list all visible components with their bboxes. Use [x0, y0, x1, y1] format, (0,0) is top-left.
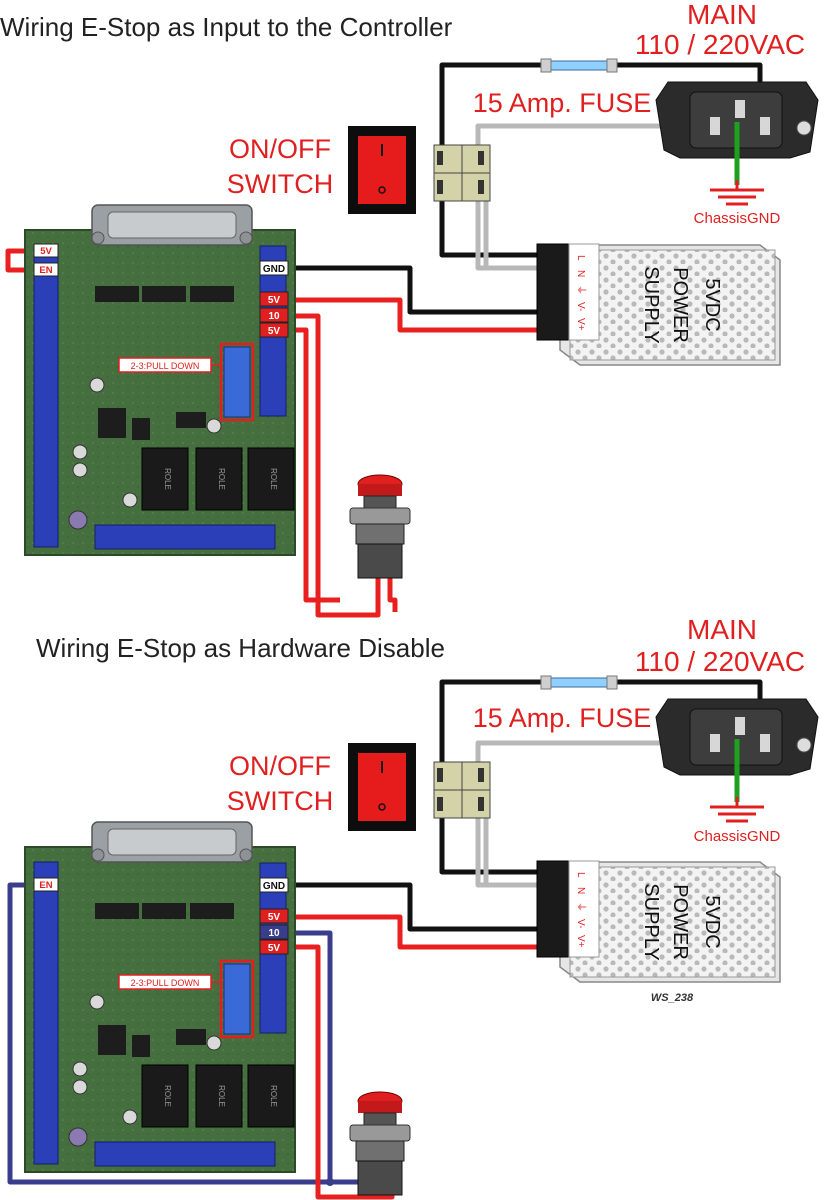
psu-terminal-vplus: V+: [575, 935, 586, 948]
psu-label-line1: 5VDC: [701, 895, 723, 948]
pulldown-label: 2-3:PULL DOWN: [131, 978, 200, 988]
pulldown-label: 2-3:PULL DOWN: [131, 361, 200, 371]
relay-label-1: ROLE: [163, 1085, 172, 1107]
board-label-5v-a: 5V: [268, 912, 281, 923]
psu-terminal-ground: ⏚: [575, 285, 587, 295]
jumper-highlight: [219, 342, 255, 422]
jumper-highlight: [219, 959, 255, 1039]
top-section: 2-3:PULL DOWN 5V EN GND 5V 10 5V ROLE RO…: [0, 0, 818, 618]
psu-label-line2: POWER: [669, 884, 691, 960]
watermark-label: WS_238: [651, 992, 694, 1004]
top-chassis-gnd-label: ChassisGND: [694, 210, 781, 227]
board-label-en: EN: [39, 265, 52, 276]
top-title: Wiring E-Stop as Input to the Controller: [0, 12, 453, 42]
board-label-5v-b: 5V: [268, 943, 281, 954]
psu-terminal-vplus: V+: [575, 318, 586, 331]
psu-label-line1: 5VDC: [701, 278, 723, 331]
board-label-5v-left: 5V: [40, 246, 52, 257]
board-label-5v-b: 5V: [268, 326, 281, 337]
psu-label-line3: SUPPLY: [640, 883, 662, 960]
top-voltage-label: 110 / 220VAC: [635, 29, 805, 60]
top-switch-label-2: SWITCH: [227, 169, 333, 199]
board-label-gnd: GND: [263, 881, 285, 892]
relay-label-3: ROLE: [269, 1085, 278, 1107]
relay-label-1: ROLE: [163, 468, 172, 490]
psu-terminal-vminus: V-: [575, 302, 586, 311]
psu-terminal-n: N: [575, 270, 586, 277]
board-label-10: 10: [268, 311, 280, 322]
psu-terminal-ground: ⏚: [575, 902, 587, 912]
top-fuse-label: 15 Amp. FUSE: [473, 88, 652, 118]
board-label-10: 10: [268, 928, 280, 939]
top-main-label: MAIN: [687, 0, 757, 30]
bottom-fuse-label: 15 Amp. FUSE: [473, 703, 652, 733]
bottom-switch-label-2: SWITCH: [227, 786, 333, 816]
top-switch-label-1: ON/OFF: [229, 134, 331, 164]
psu-terminal-n: N: [575, 887, 586, 894]
relay-label-2: ROLE: [217, 1085, 226, 1107]
psu-label-line2: POWER: [669, 267, 691, 343]
relay-label-2: ROLE: [217, 468, 226, 490]
board-label-en: EN: [39, 880, 52, 891]
psu-terminal-l: L: [575, 255, 586, 261]
bottom-switch-label-1: ON/OFF: [229, 751, 331, 781]
bottom-title: Wiring E-Stop as Hardware Disable: [36, 633, 445, 663]
bottom-chassis-gnd-label: ChassisGND: [694, 828, 781, 845]
psu-terminal-vminus: V-: [575, 919, 586, 928]
relay-label-3: ROLE: [269, 468, 278, 490]
psu-terminal-l: L: [575, 872, 586, 878]
bottom-section: 2-3:PULL DOWN EN GND 5V 10 5V ROLE ROLE …: [7, 614, 818, 1200]
bottom-voltage-label: 110 / 220VAC: [635, 646, 805, 677]
board-label-5v-a: 5V: [268, 295, 281, 306]
psu-label-line3: SUPPLY: [640, 266, 662, 343]
bottom-main-label: MAIN: [687, 614, 757, 645]
board-label-gnd: GND: [263, 264, 285, 275]
